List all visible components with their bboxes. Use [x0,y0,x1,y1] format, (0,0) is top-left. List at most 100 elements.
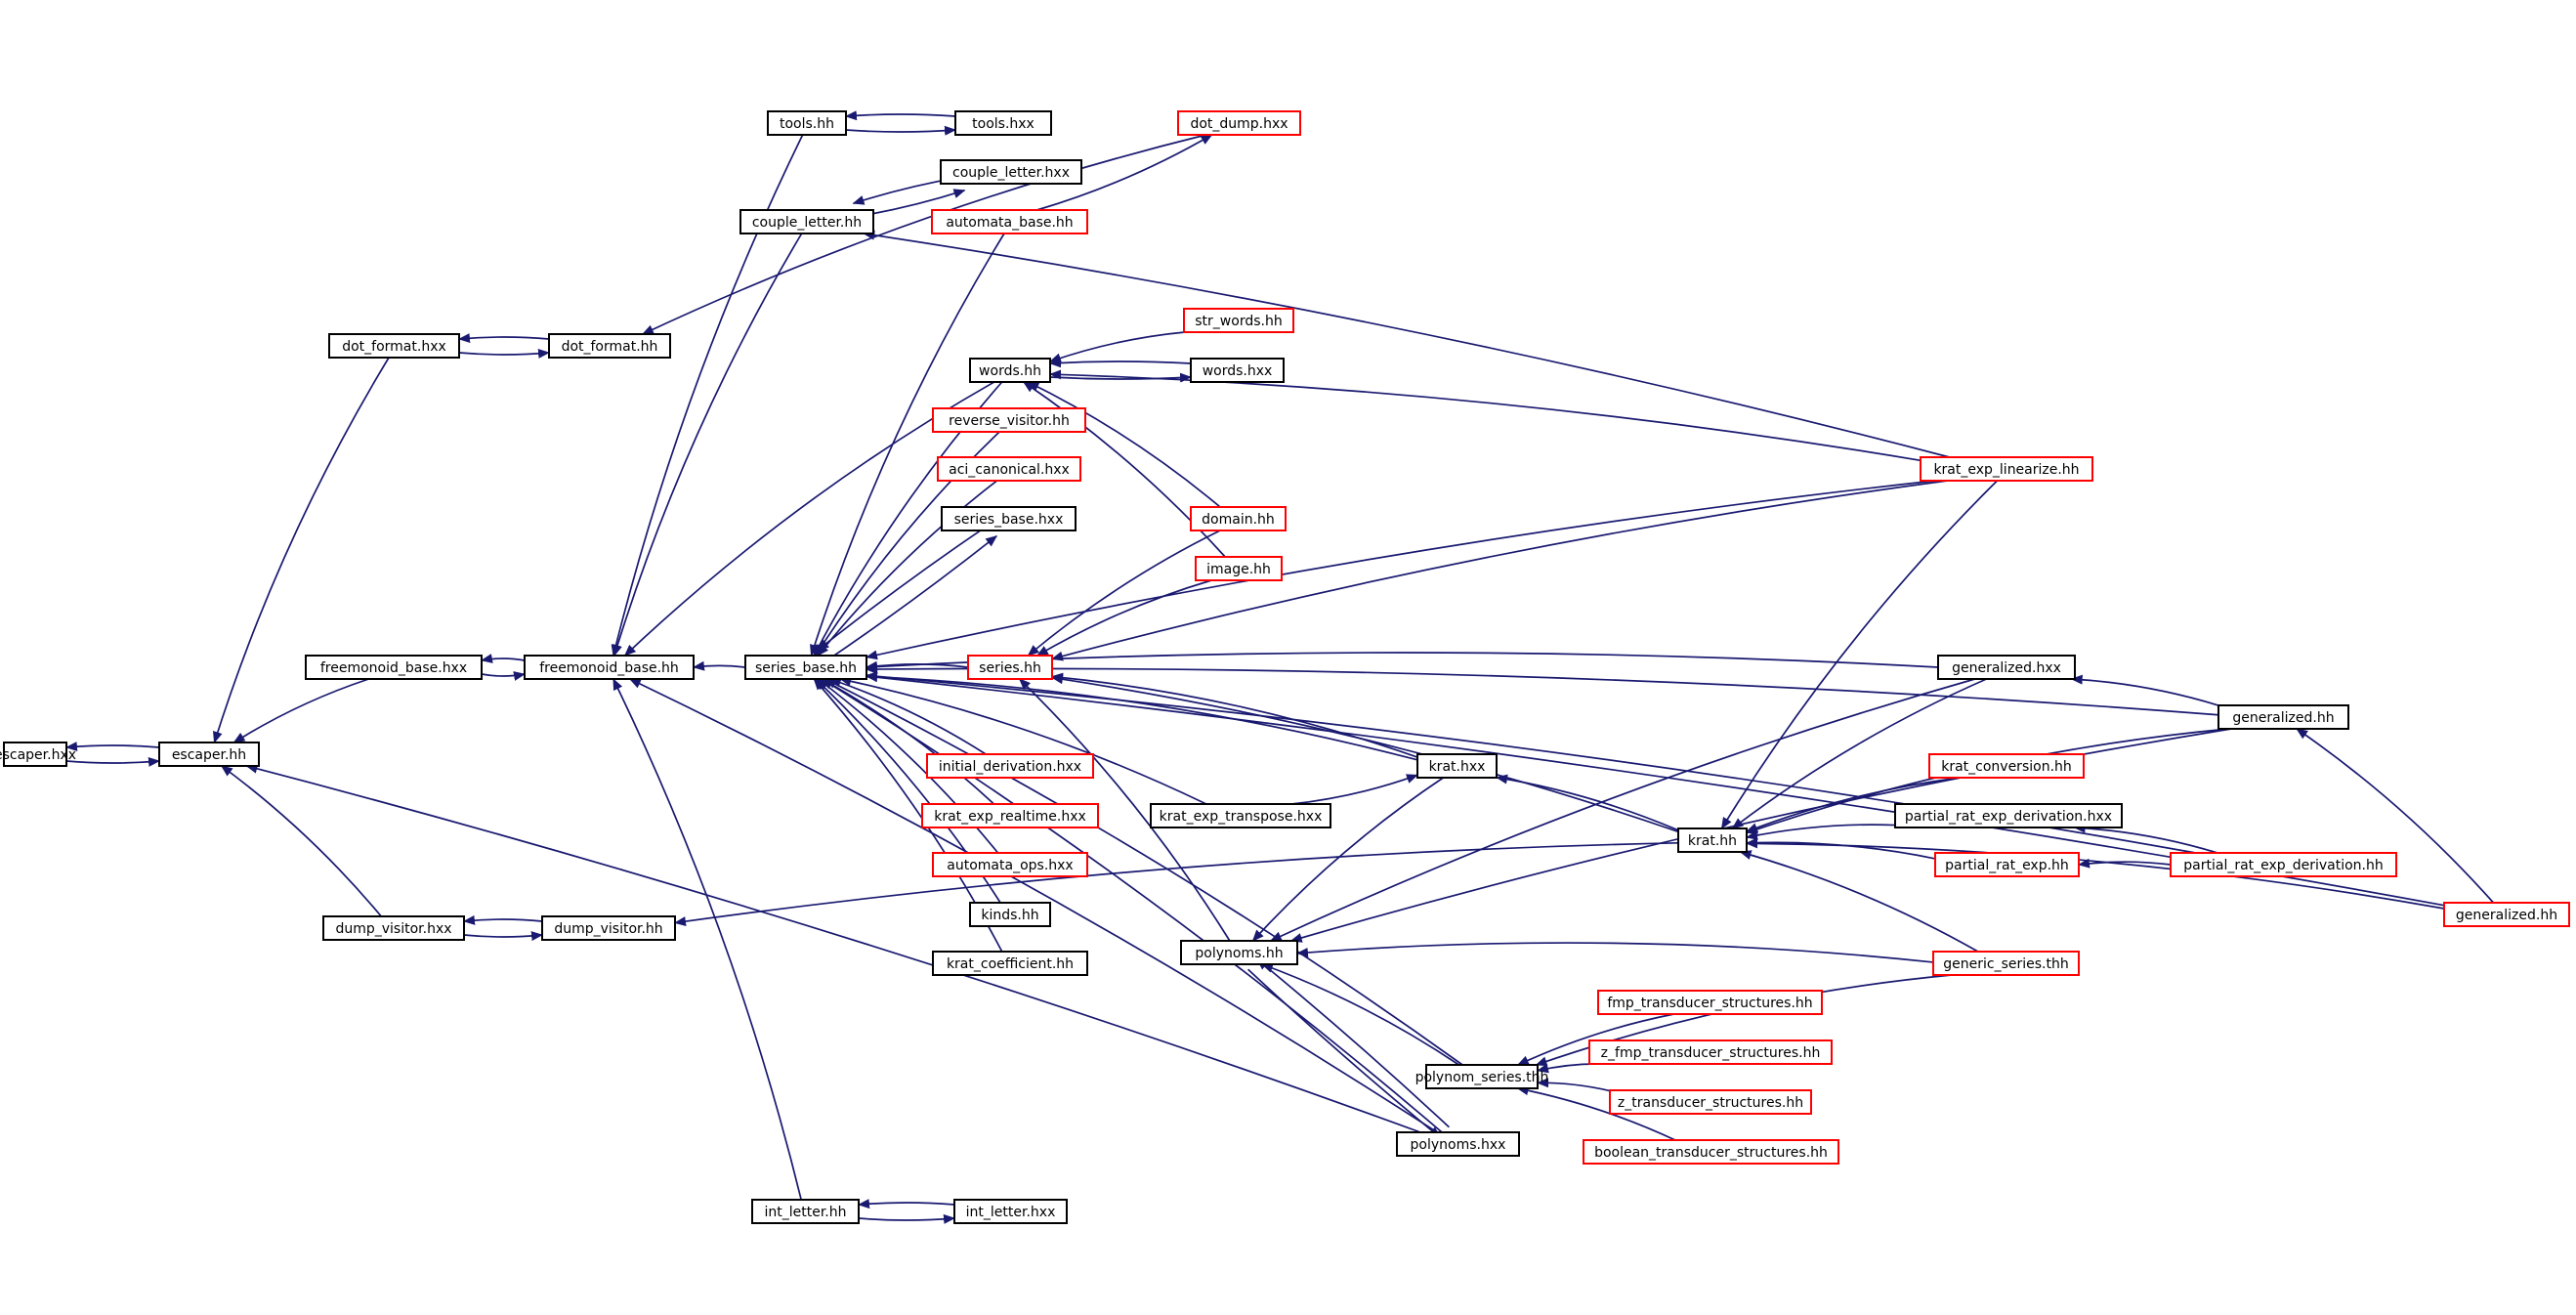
node-box[interactable] [937,456,1081,482]
node-dump-visitor-hxx[interactable]: dump_visitor.hxx [322,915,465,941]
node-krat-coefficient-hh[interactable]: krat_coefficient.hh [932,951,1088,976]
node-generalized-hh-b[interactable]: generalized.hh [2443,902,2570,927]
node-box[interactable] [1190,506,1287,531]
node-krat-exp-realtime-hxx[interactable]: krat_exp_realtime.hxx [921,803,1099,828]
node-polynoms-hxx[interactable]: polynoms.hxx [1396,1131,1520,1157]
node-series-base-hh[interactable]: series_base.hh [744,655,867,680]
node-box[interactable] [1425,1064,1539,1089]
node-box[interactable] [1932,951,2080,976]
node-box[interactable] [1190,358,1285,383]
node-krat-exp-linearize-hh[interactable]: krat_exp_linearize.hh [1920,456,2093,482]
node-box[interactable] [548,333,671,359]
node-generalized-hxx[interactable]: generalized.hxx [1937,655,2076,680]
node-boolean-transducer-structures-hh[interactable]: boolean_transducer_structures.hh [1583,1139,1839,1165]
node-box[interactable] [524,655,695,680]
node-box[interactable] [1928,753,2085,779]
node-dot-dump-hxx[interactable]: dot_dump.hxx [1177,110,1301,136]
node-box[interactable] [1920,456,2093,482]
node-dot-format-hxx[interactable]: dot_format.hxx [328,333,460,359]
node-tools-hxx[interactable]: tools.hxx [954,110,1052,136]
node-partial-rat-exp-derivation-hh[interactable]: partial_rat_exp_derivation.hh [2170,852,2397,877]
node-box[interactable] [932,852,1088,877]
node-box[interactable] [1177,110,1301,136]
node-int-letter-hxx[interactable]: int_letter.hxx [953,1199,1068,1224]
node-box[interactable] [1894,803,2123,828]
node-box[interactable] [1677,827,1748,853]
node-box[interactable] [1150,803,1331,828]
node-box[interactable] [305,655,483,680]
node-partial-rat-exp-hh[interactable]: partial_rat_exp.hh [1934,852,2080,877]
node-box[interactable] [954,110,1052,136]
node-box[interactable] [158,742,260,767]
node-box[interactable] [3,742,67,767]
node-box[interactable] [932,951,1088,976]
node-generic-series-thh[interactable]: generic_series.thh [1932,951,2080,976]
node-box[interactable] [541,915,676,941]
node-box[interactable] [328,333,460,359]
node-box[interactable] [932,407,1086,433]
node-krat-hxx[interactable]: krat.hxx [1416,753,1498,779]
node-box[interactable] [1183,308,1294,333]
node-box[interactable] [1934,852,2080,877]
node-box[interactable] [744,655,867,680]
node-box[interactable] [2443,902,2570,927]
node-fmp-transducer-structures-hh[interactable]: fmp_transducer_structures.hh [1597,990,1823,1015]
node-z-transducer-structures-hh[interactable]: z_transducer_structures.hh [1609,1089,1812,1115]
node-automata-base-hh[interactable]: automata_base.hh [931,209,1088,234]
node-int-letter-hh[interactable]: int_letter.hh [751,1199,860,1224]
node-escaper-hxx[interactable]: escaper.hxx [0,742,76,767]
node-box[interactable] [969,358,1051,383]
node-box[interactable] [767,110,847,136]
node-box[interactable] [322,915,465,941]
node-tools-hh[interactable]: tools.hh [767,110,847,136]
node-krat-conversion-hh[interactable]: krat_conversion.hh [1928,753,2085,779]
node-dump-visitor-hh[interactable]: dump_visitor.hh [541,915,676,941]
node-krat-exp-transpose-hxx[interactable]: krat_exp_transpose.hxx [1150,803,1331,828]
node-freemonoid-base-hh[interactable]: freemonoid_base.hh [524,655,695,680]
node-box[interactable] [921,803,1099,828]
node-box[interactable] [1396,1131,1520,1157]
node-str-words-hh[interactable]: str_words.hh [1183,308,1294,333]
node-series-base-hxx[interactable]: series_base.hxx [941,506,1077,531]
node-box[interactable] [1416,753,1498,779]
node-box[interactable] [1180,940,1298,965]
node-couple-letter-hh[interactable]: couple_letter.hh [739,209,874,234]
node-polynom-series-thh[interactable]: polynom_series.thh [1415,1064,1549,1089]
node-domain-hh[interactable]: domain.hh [1190,506,1287,531]
node-box[interactable] [1937,655,2076,680]
node-escaper-hh[interactable]: escaper.hh [158,742,260,767]
node-aci-canonical-hxx[interactable]: aci_canonical.hxx [937,456,1081,482]
node-box[interactable] [2170,852,2397,877]
node-words-hxx[interactable]: words.hxx [1190,358,1285,383]
node-generalized-hh-a[interactable]: generalized.hh [2217,704,2349,730]
node-box[interactable] [2217,704,2349,730]
node-box[interactable] [926,753,1094,779]
node-series-hh[interactable]: series.hh [967,655,1053,680]
node-partial-rat-exp-derivation-hxx[interactable]: partial_rat_exp_derivation.hxx [1894,803,2123,828]
node-box[interactable] [953,1199,1068,1224]
node-dot-format-hh[interactable]: dot_format.hh [548,333,671,359]
node-couple-letter-hxx[interactable]: couple_letter.hxx [940,159,1082,185]
node-box[interactable] [941,506,1077,531]
node-krat-hh[interactable]: krat.hh [1677,827,1748,853]
node-z-fmp-transducer-structures-hh[interactable]: z_fmp_transducer_structures.hh [1588,1039,1833,1065]
node-box[interactable] [969,902,1051,927]
node-box[interactable] [967,655,1053,680]
node-reverse-visitor-hh[interactable]: reverse_visitor.hh [932,407,1086,433]
node-polynoms-hh[interactable]: polynoms.hh [1180,940,1298,965]
node-freemonoid-base-hxx[interactable]: freemonoid_base.hxx [305,655,483,680]
node-box[interactable] [1583,1139,1839,1165]
node-box[interactable] [1195,556,1283,581]
node-kinds-hh[interactable]: kinds.hh [969,902,1051,927]
node-words-hh[interactable]: words.hh [969,358,1051,383]
node-image-hh[interactable]: image.hh [1195,556,1283,581]
node-initial-derivation-hxx[interactable]: initial_derivation.hxx [926,753,1094,779]
node-box[interactable] [1609,1089,1812,1115]
node-box[interactable] [1588,1039,1833,1065]
node-box[interactable] [940,159,1082,185]
node-box[interactable] [931,209,1088,234]
node-box[interactable] [751,1199,860,1224]
node-automata-ops-hxx[interactable]: automata_ops.hxx [932,852,1088,877]
node-box[interactable] [739,209,874,234]
node-box[interactable] [1597,990,1823,1015]
